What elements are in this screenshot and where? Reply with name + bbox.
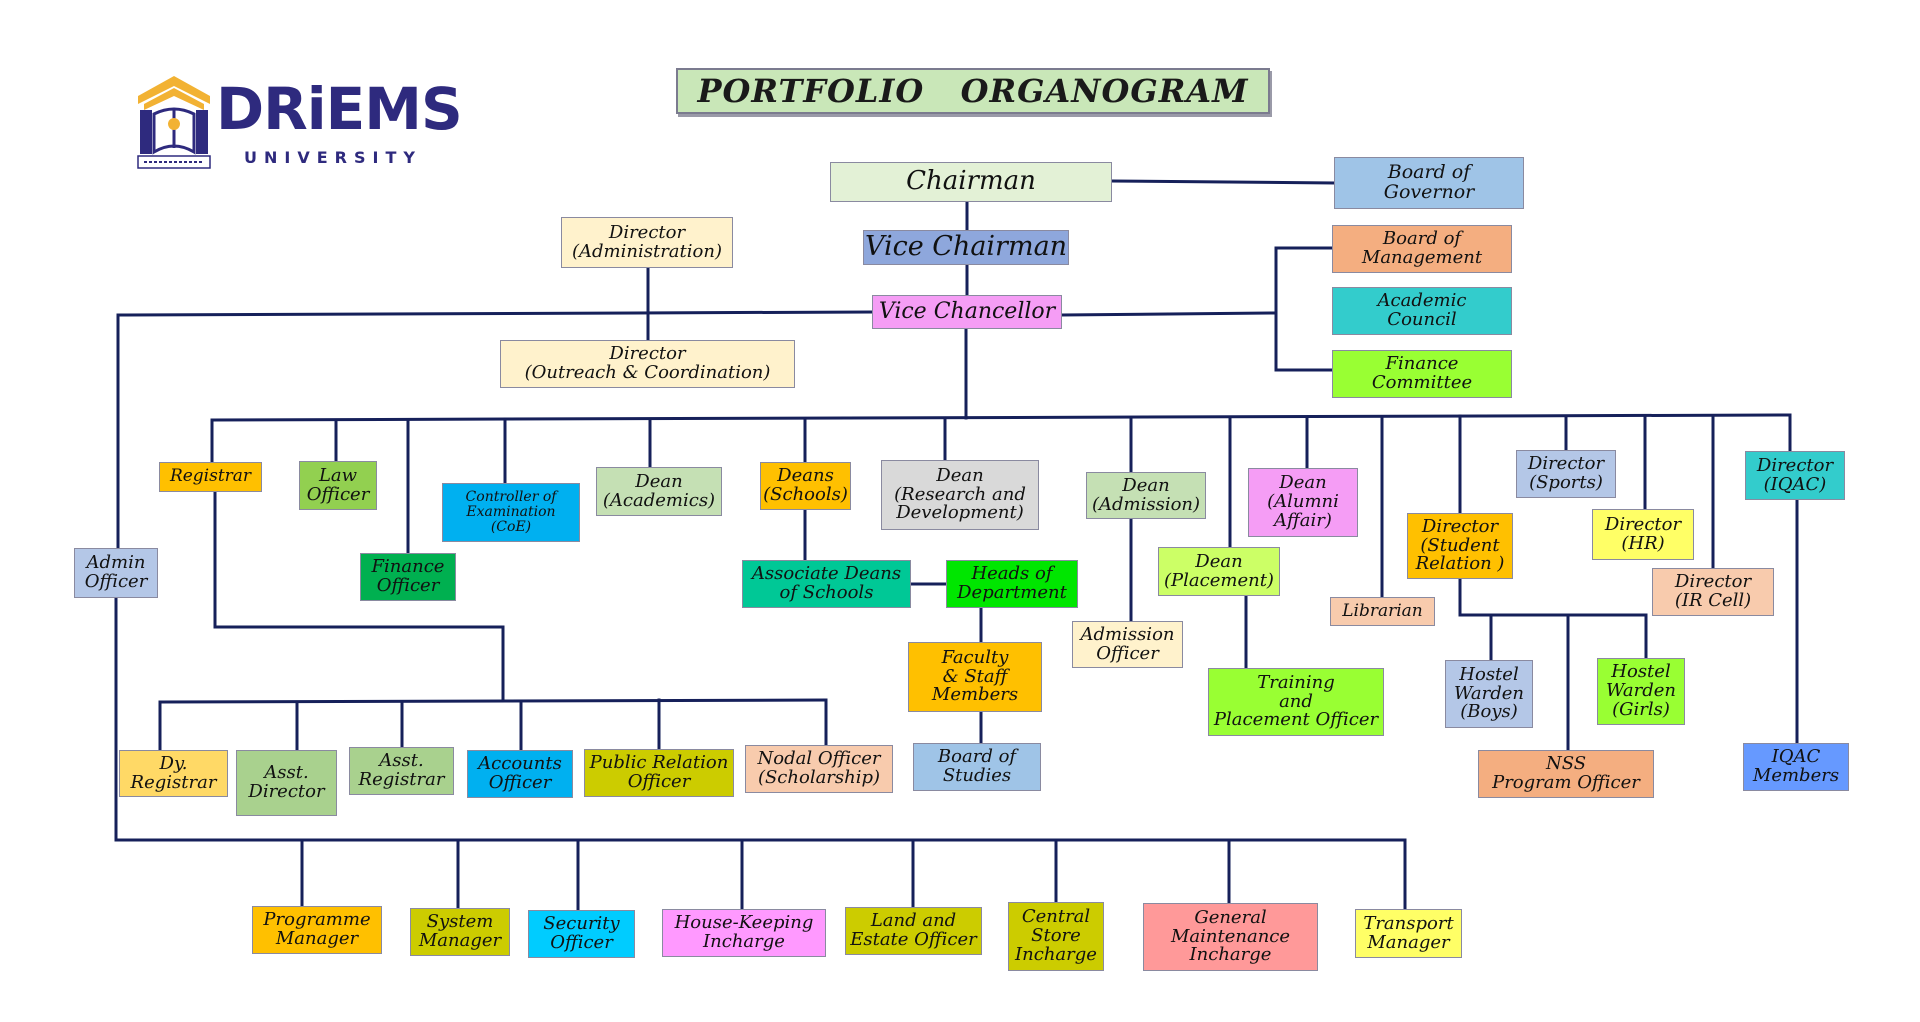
node-dean-placement: Dean (Placement) [1158, 547, 1280, 596]
driems-logo: DRiEMS UNIVERSITY [134, 74, 474, 174]
node-vice-chairman: Vice Chairman [863, 230, 1069, 265]
node-land-estate-officer: Land and Estate Officer [845, 907, 982, 955]
node-director-sports: Director (Sports) [1516, 450, 1616, 498]
connector-vc-right [1060, 311, 1278, 317]
node-admin-officer: Admin Officer [74, 548, 158, 598]
connector-vc-left [116, 310, 874, 317]
node-central-store: Central Store Incharge [1008, 902, 1104, 971]
node-dean-research: Dean (Research and Development) [881, 460, 1039, 530]
node-transport-manager: Transport Manager [1355, 909, 1462, 958]
node-finance-committee: Finance Committee [1332, 350, 1512, 398]
node-house-keeping: House-Keeping Incharge [662, 909, 826, 957]
node-academic-council: Academic Council [1332, 287, 1512, 335]
node-board-of-governor: Board of Governor [1334, 157, 1524, 209]
node-dean-alumni: Dean (Alumni Affair) [1248, 468, 1358, 537]
node-controller-of-examination: Controller of Examination (CoE) [442, 483, 580, 542]
node-heads-of-department: Heads of Department [946, 560, 1078, 608]
node-director-outreach: Director (Outreach & Coordination) [500, 340, 795, 388]
node-director-iqac: Director (IQAC) [1745, 451, 1845, 500]
node-law-officer: Law Officer [299, 461, 377, 510]
connector-registrar-sub-bus [158, 698, 828, 704]
brand-name: DRiEMS [216, 75, 463, 143]
connector-chairman-board-of-governor [1110, 179, 1336, 185]
node-registrar: Registrar [159, 462, 262, 492]
node-faculty-staff: Faculty & Staff Members [908, 642, 1042, 712]
node-director-student-relation: Director (Student Relation ) [1407, 513, 1513, 579]
node-associate-deans: Associate Deans of Schools [742, 560, 911, 608]
node-nodal-officer: Nodal Officer (Scholarship) [745, 745, 893, 793]
node-board-of-studies: Board of Studies [913, 743, 1041, 791]
connector-main-bus [210, 413, 1792, 422]
node-asst-director: Asst. Director [236, 750, 337, 816]
node-dean-admission: Dean (Admission) [1086, 472, 1206, 519]
node-board-of-management: Board of Management [1332, 225, 1512, 273]
node-asst-registrar: Asst. Registrar [349, 747, 454, 795]
node-vice-chancellor: Vice Chancellor [872, 295, 1062, 329]
node-hostel-warden-girls: Hostel Warden (Girls) [1597, 658, 1685, 725]
node-training-placement-officer: Training and Placement Officer [1208, 668, 1384, 736]
node-finance-officer: Finance Officer [360, 553, 456, 601]
node-dy-registrar: Dy. Registrar [119, 750, 228, 797]
node-nss-program-officer: NSS Program Officer [1478, 750, 1654, 798]
node-hostel-warden-boys: Hostel Warden (Boys) [1445, 660, 1533, 728]
node-deans-schools: Deans (Schools) [760, 462, 851, 510]
node-programme-manager: Programme Manager [252, 906, 382, 954]
driems-emblem-icon [137, 76, 211, 169]
node-chairman: Chairman [830, 162, 1112, 202]
node-director-administration: Director (Administration) [561, 217, 733, 268]
node-public-relation-officer: Public Relation Officer [584, 749, 734, 797]
node-iqac-members: IQAC Members [1743, 743, 1849, 791]
node-librarian: Librarian [1330, 597, 1435, 626]
brand-subtitle: UNIVERSITY [244, 148, 422, 167]
node-director-ir-cell: Director (IR Cell) [1652, 568, 1774, 616]
node-system-manager: System Manager [410, 908, 510, 956]
node-accounts-officer: Accounts Officer [467, 750, 573, 798]
node-security-officer: Security Officer [528, 910, 635, 958]
page-title: PORTFOLIO ORGANOGRAM [676, 68, 1270, 114]
node-admission-officer: Admission Officer [1072, 621, 1183, 668]
node-director-hr: Director (HR) [1592, 509, 1694, 560]
node-dean-academics: Dean (Academics) [596, 467, 722, 516]
node-general-maintenance: General Maintenance Incharge [1143, 903, 1318, 971]
